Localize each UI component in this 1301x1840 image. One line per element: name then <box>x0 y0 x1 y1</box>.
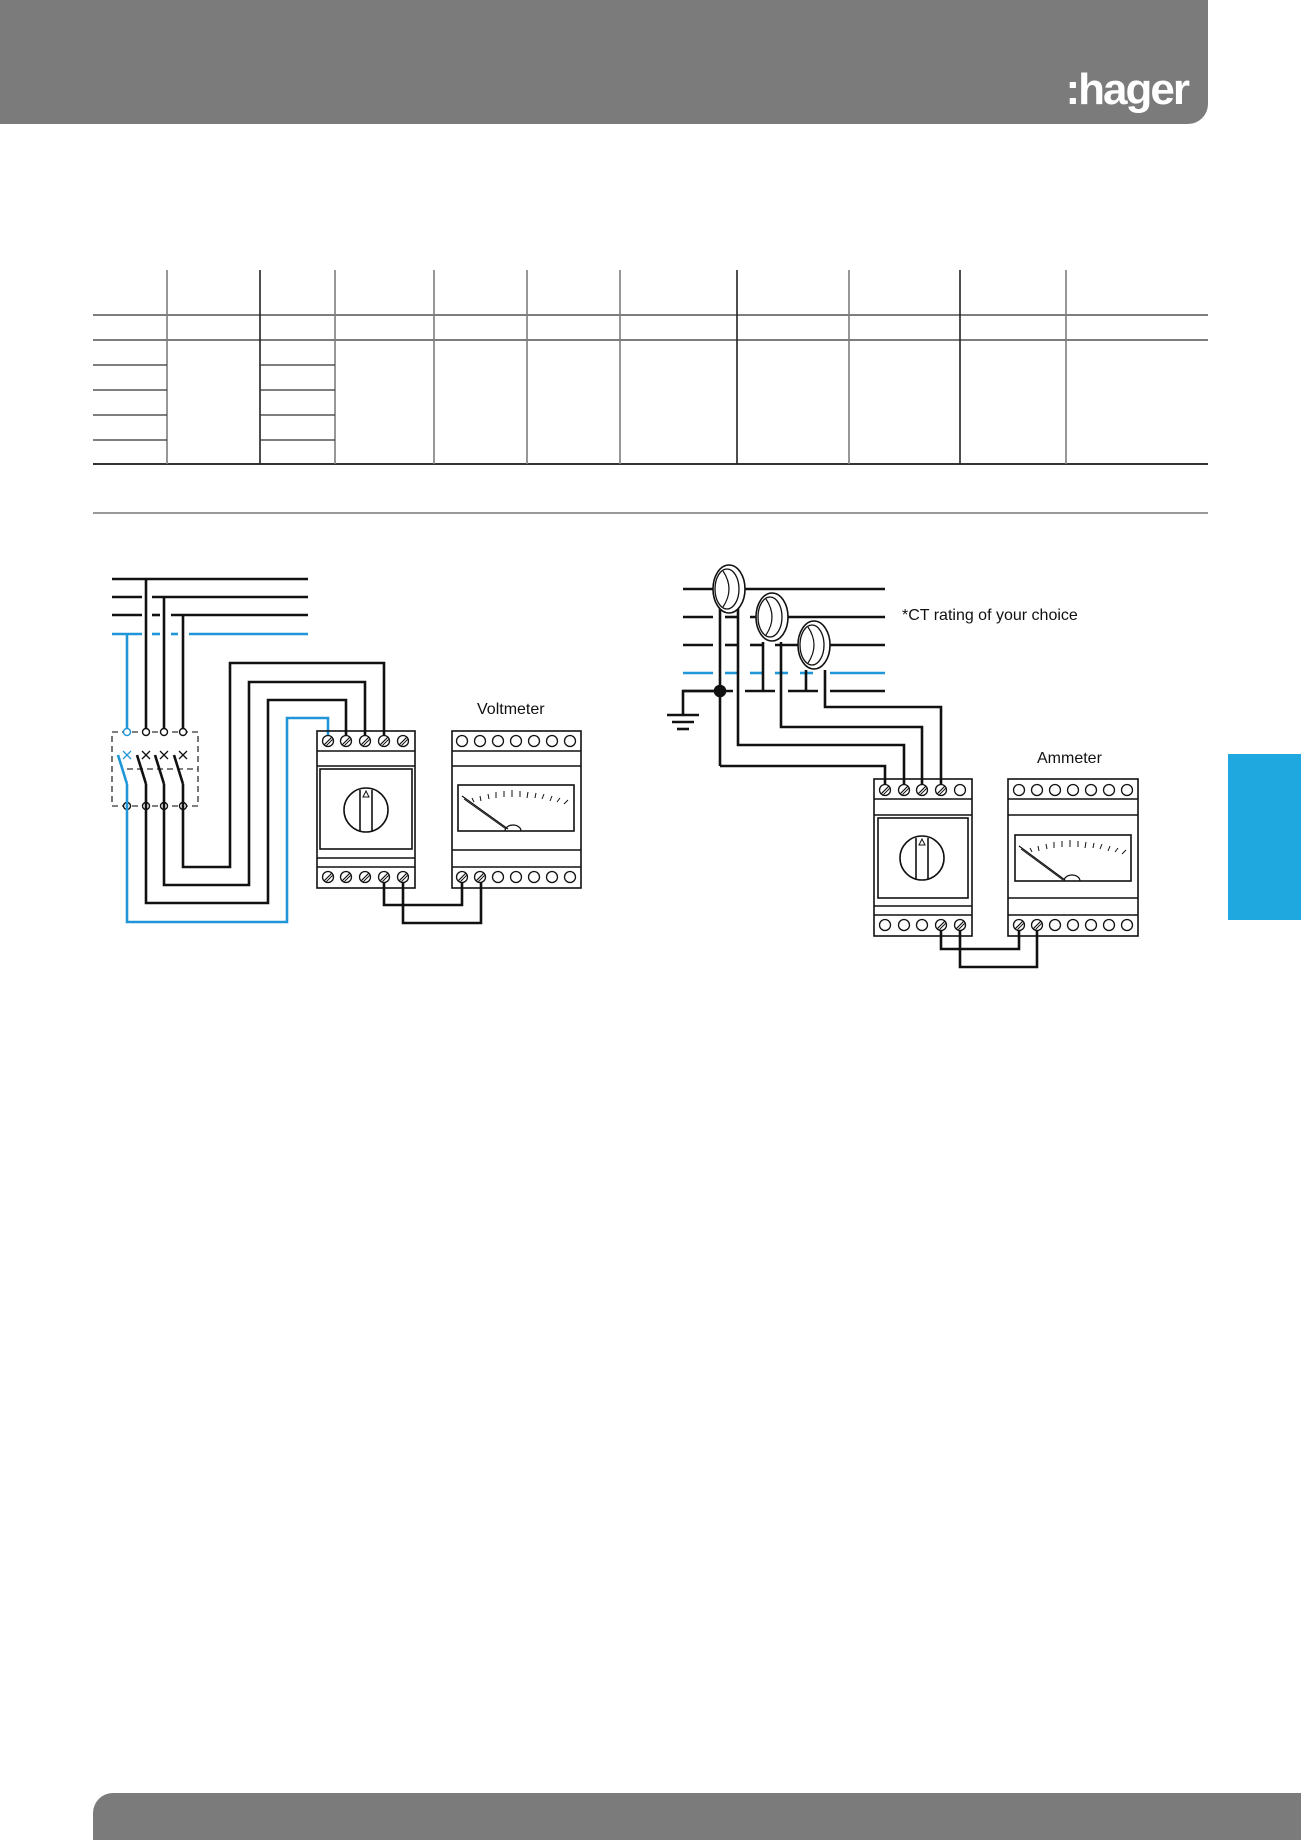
ct-rating-note: *CT rating of your choice <box>902 607 1078 624</box>
voltmeter-device <box>451 730 582 889</box>
ammeter-label: Ammeter <box>1037 750 1102 767</box>
voltmeter-selector-switch <box>316 730 416 889</box>
section-side-tab <box>1228 754 1301 920</box>
hager-logo: :hager <box>1065 65 1190 114</box>
spec-table <box>93 270 1208 514</box>
footer-band <box>93 1793 1301 1840</box>
ammeter-diagram <box>667 587 1139 969</box>
ammeter-device <box>1007 778 1139 937</box>
ammeter-selector-switch <box>873 778 973 937</box>
ammeter-terminals <box>878 783 1134 932</box>
voltmeter-diagram <box>111 577 582 925</box>
wiring-diagrams <box>111 564 1139 969</box>
header-band: :hager <box>0 0 1208 124</box>
voltmeter-label: Voltmeter <box>477 701 545 718</box>
